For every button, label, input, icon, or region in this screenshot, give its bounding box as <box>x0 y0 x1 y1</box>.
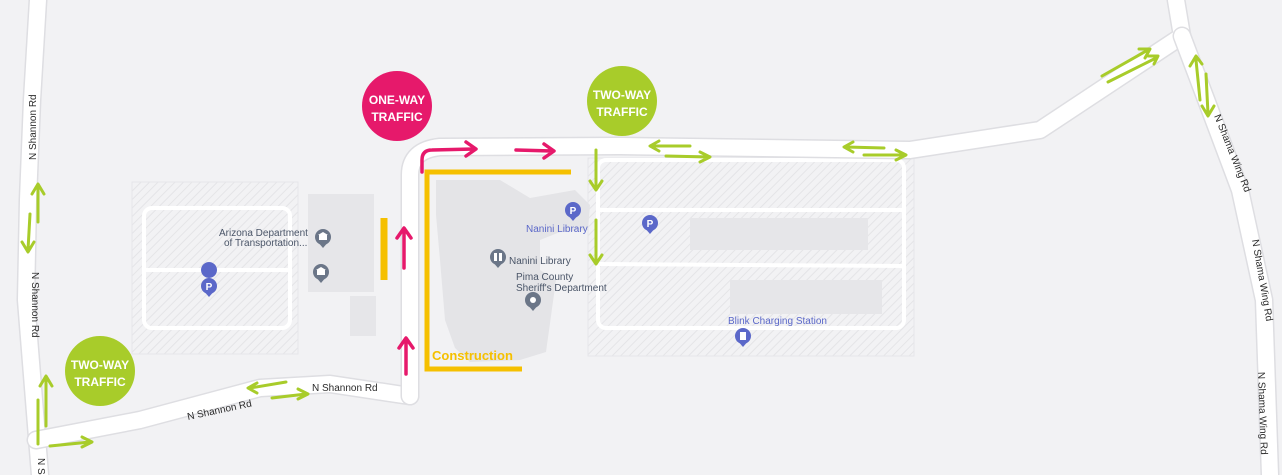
svg-text:P: P <box>647 219 654 230</box>
poi-label-adot-2: of Transportation... <box>224 238 307 249</box>
two-way-arrow <box>648 139 712 164</box>
east-lot-aisle-2 <box>597 262 905 268</box>
two-way-traffic-badge-top: TWO-WAY TRAFFIC <box>587 66 657 136</box>
two-way-arrow <box>1100 47 1160 84</box>
two-way-arrow <box>588 148 604 192</box>
one-way-traffic-badge: ONE-WAY TRAFFIC <box>362 71 432 141</box>
svg-text:P: P <box>570 206 577 217</box>
svg-text:ONE-WAY: ONE-WAY <box>369 93 425 107</box>
poi-label-sheriff-2: Sheriff's Department <box>516 283 607 294</box>
road-label-shannon-top: N Shannon Rd <box>28 94 39 160</box>
library-building <box>436 180 590 362</box>
poi-label-adot-1: Arizona Department <box>219 228 308 239</box>
police-icon[interactable] <box>525 292 541 311</box>
parking-icon[interactable]: P <box>642 215 658 234</box>
two-way-arrow <box>246 380 310 401</box>
two-way-arrow <box>20 182 46 254</box>
poi-label-library-center: Nanini Library <box>509 256 571 267</box>
road-label-shannon-s: N Shannon Rd <box>312 383 378 394</box>
one-way-arrow <box>514 142 556 160</box>
parking-lots <box>131 157 915 362</box>
svg-text:TWO-WAY: TWO-WAY <box>593 88 651 102</box>
poi-markers: P P P <box>201 202 751 347</box>
one-way-arrow <box>420 140 478 174</box>
construction-label: Construction <box>432 348 513 363</box>
two-way-arrow <box>588 218 604 266</box>
one-way-arrows <box>395 140 556 376</box>
construction-zone <box>380 169 571 372</box>
road-label-shannon-mid: N Shannon Rd <box>29 272 40 338</box>
two-way-arrow <box>36 374 94 449</box>
svg-text:TRAFFIC: TRAFFIC <box>371 110 423 124</box>
lot-driveways <box>142 158 906 330</box>
road-label-shama-3: N Shama Wing Rd <box>1255 372 1269 455</box>
government-icon[interactable] <box>315 229 331 248</box>
svg-text:TWO-WAY: TWO-WAY <box>71 358 129 372</box>
parking-icon[interactable]: P <box>201 262 218 297</box>
parking-icon[interactable]: P <box>565 202 581 221</box>
one-way-arrow <box>395 226 413 270</box>
government-icon[interactable] <box>313 264 329 283</box>
svg-text:TRAFFIC: TRAFFIC <box>596 105 648 119</box>
east-lot <box>587 157 915 357</box>
east-building-1 <box>690 218 868 250</box>
east-lot-drive <box>596 158 906 330</box>
two-way-arrow <box>842 140 908 162</box>
two-way-arrows <box>20 47 1216 449</box>
two-way-traffic-badge-left: TWO-WAY TRAFFIC <box>65 336 135 406</box>
poi-label-blink: Blink Charging Station <box>728 316 827 327</box>
poi-label-sheriff-1: Pima County <box>516 272 573 283</box>
ev-charging-icon[interactable] <box>735 328 751 347</box>
two-way-arrow <box>1188 54 1216 118</box>
library-icon[interactable] <box>490 249 506 268</box>
east-building-2 <box>730 280 882 314</box>
svg-text:P: P <box>206 282 213 293</box>
svg-text:TRAFFIC: TRAFFIC <box>74 375 126 389</box>
construction-fence <box>424 169 571 372</box>
poi-label-library-top: Nanini Library <box>526 224 588 235</box>
adot-annex <box>350 296 376 336</box>
one-way-arrow <box>397 336 415 376</box>
road-label-shannon-bottom: N S <box>35 458 46 475</box>
